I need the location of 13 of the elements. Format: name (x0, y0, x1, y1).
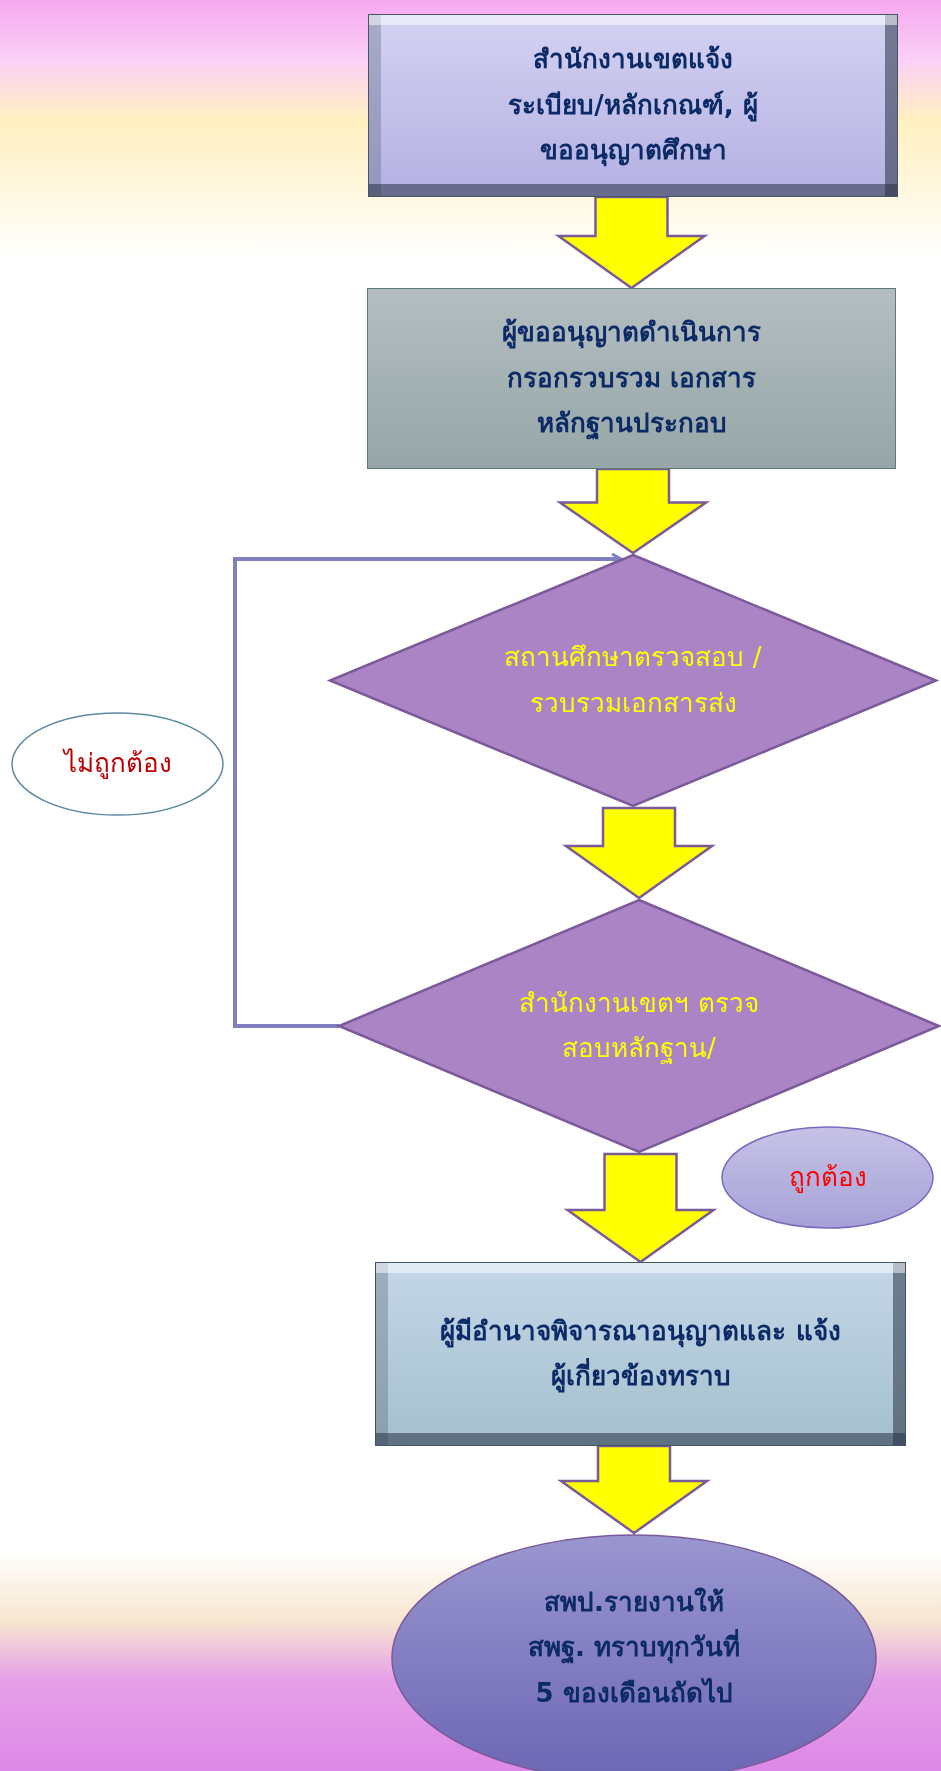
arrow (233, 552, 623, 1028)
process-box: ผู้ขออนุญาตดำเนินการ กรอกรวบรวม เอกสารหลักฐานประกอบ (367, 288, 896, 469)
process-box: ผู้มีอำนาจพิจารณาอนุญาตและ แจ้งผู้เกี่ยวข้องทราบ (375, 1262, 906, 1446)
block-arrow (554, 195, 709, 290)
block-arrow (557, 1444, 711, 1535)
label-ellipse: ถูกต้อง (721, 1126, 934, 1229)
label-ellipse: ไม่ถูกต้อง (11, 712, 224, 816)
process-box: สำนักงานเขตแจ้ง ระเบียบ/หลักเกณฑ์, ผู้ขออนุญาตศึกษา (368, 14, 898, 197)
decision-diamond: สถานศึกษาตรวจสอบ /รวบรวมเอกสารส่ง (328, 553, 938, 808)
block-arrow (563, 1152, 718, 1264)
decision-diamond: สำนักงานเขตฯ ตรวจสอบหลักฐาน/ (337, 898, 941, 1154)
block-arrow (556, 467, 710, 555)
block-arrow (562, 806, 716, 900)
